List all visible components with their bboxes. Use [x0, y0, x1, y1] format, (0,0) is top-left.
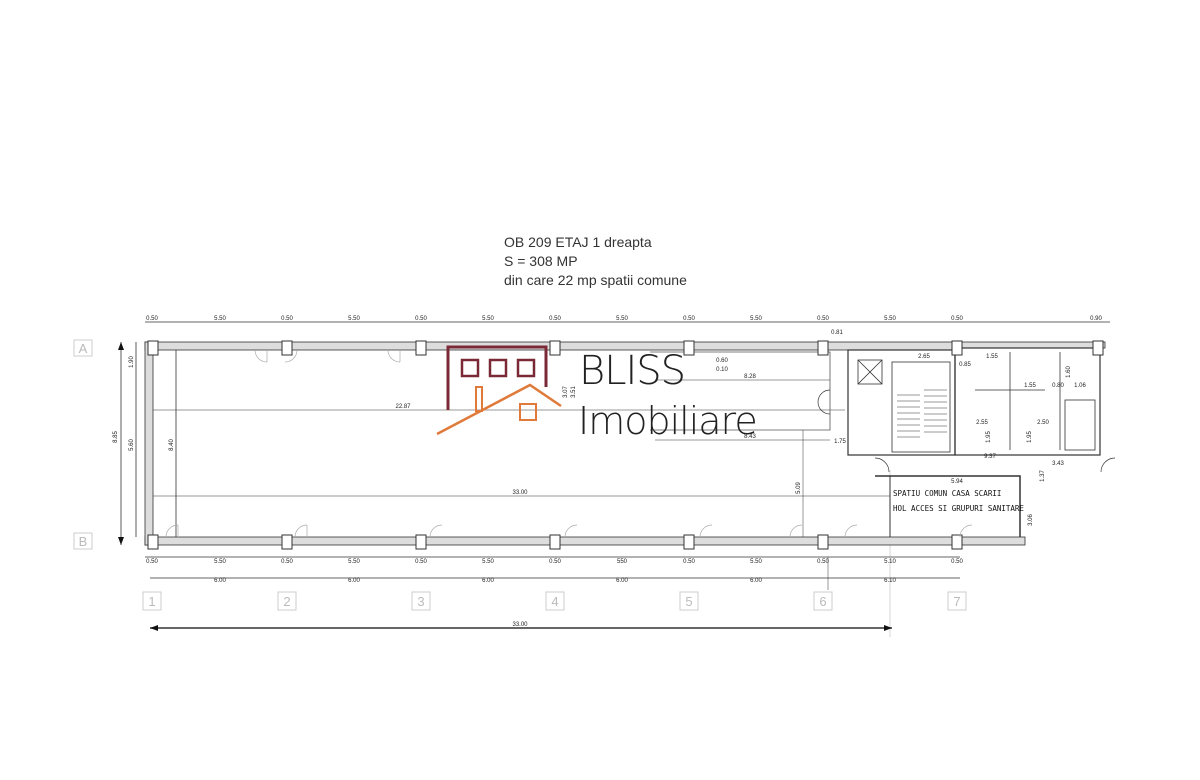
logo-word-imobiliare: Imobiliare — [578, 399, 757, 443]
dim-label: 6.00 — [750, 578, 762, 584]
dim-label: 0.50 — [549, 559, 561, 565]
dim-label: 5.50 — [884, 316, 896, 322]
dim-label: 1.37 — [1040, 470, 1046, 482]
dim-label: 8.85 — [113, 431, 119, 443]
dim-label: 6.00 — [482, 578, 494, 584]
title-line-3: din care 22 mp spatii comune — [504, 272, 687, 288]
dim-label: 6.10 — [884, 578, 896, 584]
dim-label: 8.43 — [744, 434, 756, 440]
doors — [165, 349, 1116, 538]
dim-label: 3.07 — [563, 386, 569, 398]
dim-label: 1.95 — [986, 431, 992, 443]
dim-label: 33.00 — [512, 490, 528, 496]
dim-label: 3.06 — [1028, 514, 1034, 526]
grid-col-1: 1 — [148, 594, 155, 609]
dim-label: 0.50 — [415, 559, 427, 565]
dim-label: 5.50 — [750, 316, 762, 322]
grid-col-6: 6 — [819, 594, 826, 609]
dim-label: 3.43 — [1052, 461, 1064, 467]
dim-label: 9.37 — [984, 454, 996, 460]
grid-col-5: 5 — [685, 594, 692, 609]
dim-label: 1.55 — [986, 354, 998, 360]
dim-label: 1.95 — [1027, 431, 1033, 443]
dim-label: 2.55 — [976, 420, 988, 426]
dim-label: 0.50 — [146, 316, 158, 322]
dim-label: 1.60 — [1066, 366, 1072, 378]
dim-label: 1.90 — [129, 356, 135, 368]
dim-label: 1.55 — [1024, 383, 1036, 389]
dim-label: 0.50 — [549, 316, 561, 322]
room-label-common-stair: SPATIU COMUN CASA SCARII — [893, 489, 1001, 498]
dim-label: 0.50 — [281, 316, 293, 322]
dim-label: 5.50 — [214, 559, 226, 565]
dim-label: 0.10 — [716, 367, 728, 373]
dim-label: 0.80 — [1052, 383, 1064, 389]
dim-label: 5.09 — [796, 482, 802, 494]
dim-label: 6.00 — [616, 578, 628, 584]
elevator-icon — [857, 359, 883, 385]
dim-label: 8.28 — [744, 374, 756, 380]
dim-label: 1.06 — [1074, 383, 1086, 389]
dim-label: 0.81 — [831, 330, 843, 336]
dim-label: 0.50 — [817, 316, 829, 322]
logo-word-bliss: BLISS — [579, 348, 685, 394]
dim-label: 5.50 — [214, 316, 226, 322]
dimension-lines — [120, 321, 1110, 637]
dim-label: 8.40 — [169, 439, 175, 451]
dim-label: 0.60 — [716, 358, 728, 364]
dim-label: 550 — [617, 559, 628, 565]
grid-row-b: B — [79, 534, 88, 549]
dim-label: 0.50 — [951, 316, 963, 322]
dim-label: 0.50 — [817, 559, 829, 565]
dim-label: 3.51 — [571, 386, 577, 398]
dim-label: 6.00 — [214, 578, 226, 584]
dim-label: 0.50 — [415, 316, 427, 322]
room-label-common-hall: HOL ACCES SI GRUPURI SANITARE — [893, 504, 1024, 513]
dim-label: 5.50 — [482, 559, 494, 565]
dim-label: 0.50 — [683, 316, 695, 322]
dim-label: 0.50 — [281, 559, 293, 565]
stair — [897, 389, 947, 438]
title-line-2: S = 308 MP — [504, 253, 578, 269]
dim-label: 0.50 — [683, 559, 695, 565]
grid-labels: A B 1 2 3 4 5 6 7 — [73, 339, 967, 611]
dim-label: 5.50 — [616, 316, 628, 322]
grid-col-4: 4 — [551, 594, 558, 609]
title-line-1: OB 209 ETAJ 1 dreapta — [504, 234, 652, 250]
grid-row-a: A — [79, 341, 88, 356]
dim-label: 2.50 — [1037, 420, 1049, 426]
dim-label: 0.50 — [951, 559, 963, 565]
dim-label: 5.60 — [129, 439, 135, 451]
dim-label: 5.94 — [951, 479, 963, 485]
dim-label: 5.50 — [348, 316, 360, 322]
dim-label: 22.87 — [395, 404, 411, 410]
overall-length-label: 33.00 — [512, 622, 528, 628]
plan-title: OB 209 ETAJ 1 dreapta S = 308 MP din car… — [504, 233, 687, 290]
bliss-logo: BLISS Imobiliare — [436, 345, 758, 443]
dim-label: 5.50 — [750, 559, 762, 565]
dim-label: 1.75 — [834, 439, 846, 445]
grid-col-7: 7 — [953, 594, 960, 609]
grid-col-3: 3 — [417, 594, 424, 609]
toilet-partitions — [975, 352, 1096, 451]
dim-label: 6.00 — [348, 578, 360, 584]
columns — [147, 340, 1104, 550]
dimension-labels: 0.50 0.50 0.50 0.50 0.50 0.50 0.50 0.90 … — [113, 316, 1102, 628]
dim-label: 2.65 — [918, 354, 930, 360]
dim-label: 0.50 — [146, 559, 158, 565]
dim-label: 5.10 — [884, 559, 896, 565]
dim-label: 5.50 — [482, 316, 494, 322]
grid-col-2: 2 — [283, 594, 290, 609]
dim-label: 0.90 — [1090, 316, 1102, 322]
dim-label: 5.50 — [348, 559, 360, 565]
dim-label: 0.85 — [959, 362, 971, 368]
